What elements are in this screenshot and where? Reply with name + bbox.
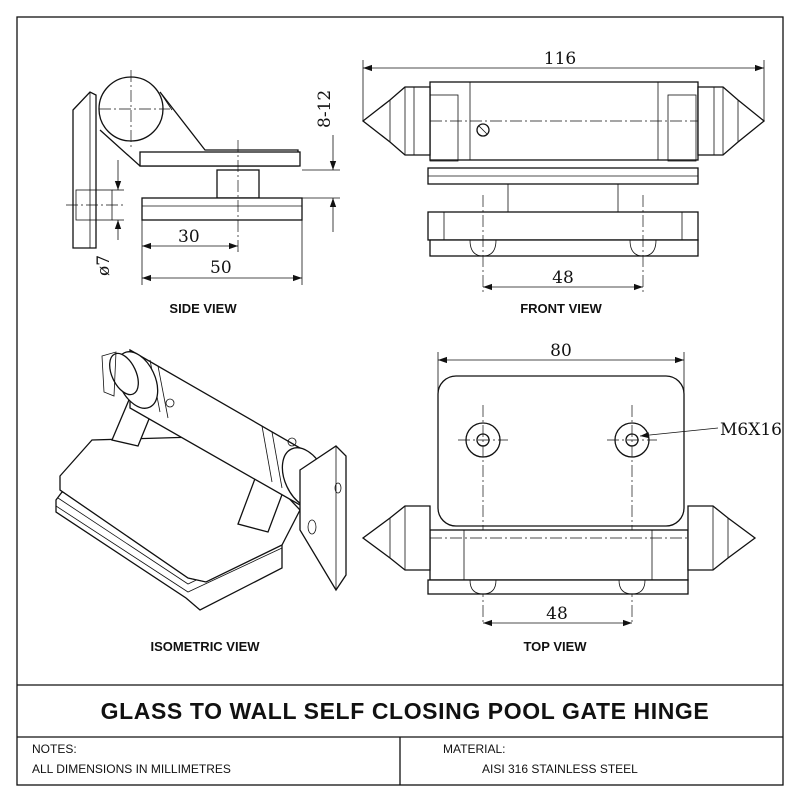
- dim-front-width: 116: [544, 49, 576, 69]
- material-text: AISI 316 STAINLESS STEEL: [482, 762, 638, 776]
- dim-side-inner: 30: [178, 227, 200, 247]
- dim-side-outer: 50: [210, 258, 232, 278]
- label-top-view: TOP VIEW: [523, 639, 587, 654]
- dim-front-bottom: 48: [552, 268, 574, 288]
- dim-top-bottom: 48: [546, 604, 568, 624]
- notes-label: NOTES:: [32, 742, 77, 756]
- dim-screw: M6X16: [720, 420, 782, 440]
- dim-side-gap: 8-12: [315, 90, 335, 128]
- top-view: M6X16 80 48: [361, 341, 782, 627]
- material-label: MATERIAL:: [443, 742, 505, 756]
- notes-text: ALL DIMENSIONS IN MILLIMETRES: [32, 762, 231, 776]
- isometric-view: [55, 348, 347, 611]
- label-side-view: SIDE VIEW: [169, 301, 237, 316]
- front-view: 116 48: [361, 49, 766, 292]
- dim-side-hole: ø7: [94, 255, 114, 276]
- label-front-view: FRONT VIEW: [520, 301, 602, 316]
- side-view: ø7 8-12 30 50: [66, 70, 340, 285]
- dim-top-width: 80: [550, 341, 572, 361]
- label-isometric-view: ISOMETRIC VIEW: [150, 639, 260, 654]
- drawing-title: GLASS TO WALL SELF CLOSING POOL GATE HIN…: [101, 698, 710, 724]
